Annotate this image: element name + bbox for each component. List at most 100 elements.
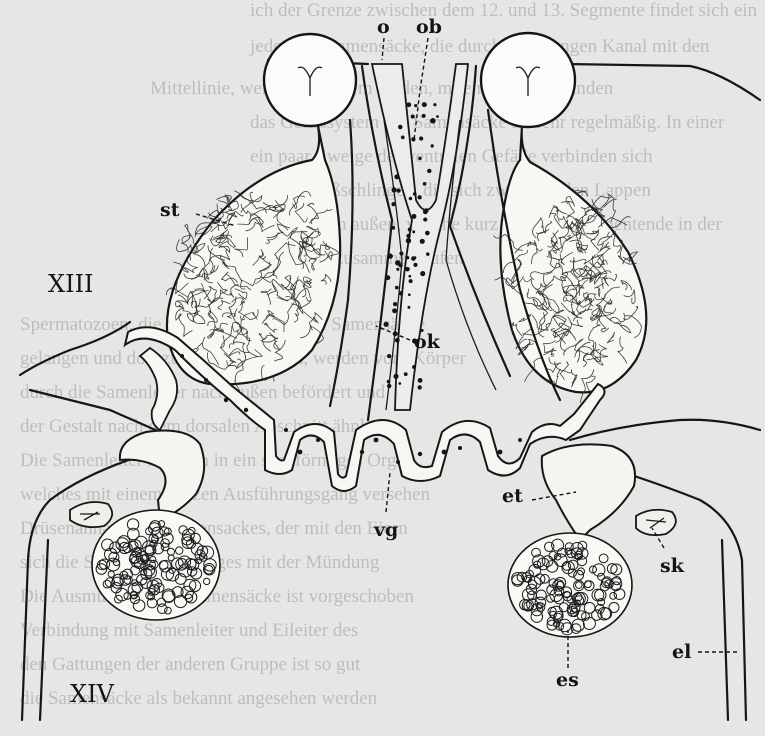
granule (395, 338, 400, 343)
granule (430, 118, 436, 124)
granule (405, 267, 410, 272)
granule (391, 187, 396, 192)
ejaculatory-sac-left (92, 510, 220, 620)
granule (436, 115, 439, 118)
granule (413, 263, 417, 267)
granule (422, 114, 426, 118)
granule (417, 385, 421, 389)
granule (423, 217, 427, 221)
granule (422, 102, 427, 107)
granule (204, 378, 208, 382)
granule (224, 398, 228, 402)
blood-vessel (185, 225, 194, 244)
granule (396, 268, 399, 271)
granule (407, 306, 410, 309)
label-et: et (502, 485, 523, 507)
region-label-xiv: XIV (70, 680, 115, 708)
granule (391, 226, 395, 230)
granule (316, 438, 320, 442)
granule (417, 195, 421, 199)
granule (393, 374, 398, 379)
label-ok: ok (414, 331, 441, 353)
setal-sac-left (70, 502, 112, 527)
granule (399, 251, 403, 255)
granule (284, 428, 288, 432)
granule (374, 438, 379, 443)
granule (425, 231, 430, 236)
granule (412, 230, 415, 233)
granule (360, 450, 364, 454)
granule (406, 256, 409, 259)
granule (420, 137, 423, 140)
granule (387, 354, 391, 358)
granule (398, 382, 401, 385)
granule (458, 446, 462, 450)
show-through-line: Verbindung mit Samenleiter und Eileiter … (20, 620, 358, 641)
granule (180, 354, 184, 358)
granule (431, 144, 434, 147)
show-through-line: den Gattungen der anderen Gruppe ist so … (20, 654, 361, 675)
show-through-line: Die Ausmündung der Samensäcke ist vorges… (20, 586, 414, 607)
granule (411, 114, 415, 118)
granule (383, 322, 388, 327)
ejaculatory-sac-right (508, 533, 632, 637)
granule (385, 275, 390, 280)
right-body-wall (570, 420, 760, 440)
granule (412, 214, 417, 219)
granule (498, 450, 503, 455)
granule (413, 192, 417, 196)
granule (412, 365, 416, 369)
granule (392, 308, 397, 313)
granule (408, 275, 411, 278)
granule (404, 372, 408, 376)
granule (427, 169, 431, 173)
granule (418, 452, 422, 456)
seminal-sac-right (494, 126, 647, 403)
label-vg: vg (373, 519, 398, 541)
granule (420, 239, 425, 244)
granule (401, 135, 405, 139)
granule (411, 256, 416, 261)
granule (393, 302, 397, 306)
right-inner-wall (722, 540, 728, 720)
granule (408, 227, 412, 231)
granule (406, 102, 411, 107)
granule (388, 253, 393, 258)
label-o: o (377, 16, 390, 38)
granule (406, 238, 411, 243)
granule (426, 252, 430, 256)
granule (397, 189, 401, 193)
granule (387, 384, 391, 388)
granule (423, 182, 427, 186)
granule (418, 157, 422, 161)
label-st: st (160, 199, 180, 221)
label-sk: sk (660, 555, 685, 577)
ejaculatory-tube-left (120, 431, 204, 521)
granule (418, 378, 423, 383)
ejaculatory-tube-right (542, 444, 635, 540)
granule (408, 293, 411, 296)
granule (244, 408, 248, 412)
granule (518, 438, 522, 442)
granule (399, 291, 403, 295)
testis-left (264, 34, 356, 126)
granule (395, 286, 399, 290)
granule (391, 202, 395, 206)
setal-sac-right (636, 510, 676, 535)
show-through-line: welches mit einem kurzen Ausführungsgang… (20, 484, 430, 505)
granule (409, 279, 413, 283)
granule (423, 209, 428, 214)
label-ob: ob (416, 16, 442, 38)
granule (420, 271, 425, 276)
granule (394, 174, 399, 179)
granule (298, 450, 303, 455)
granule (399, 263, 403, 267)
granule (398, 125, 402, 129)
granule (406, 234, 410, 238)
granule (433, 103, 436, 106)
label-es: es (556, 669, 579, 691)
granule (442, 450, 447, 455)
region-label-xiii: XIII (48, 270, 94, 298)
granule (414, 104, 417, 107)
